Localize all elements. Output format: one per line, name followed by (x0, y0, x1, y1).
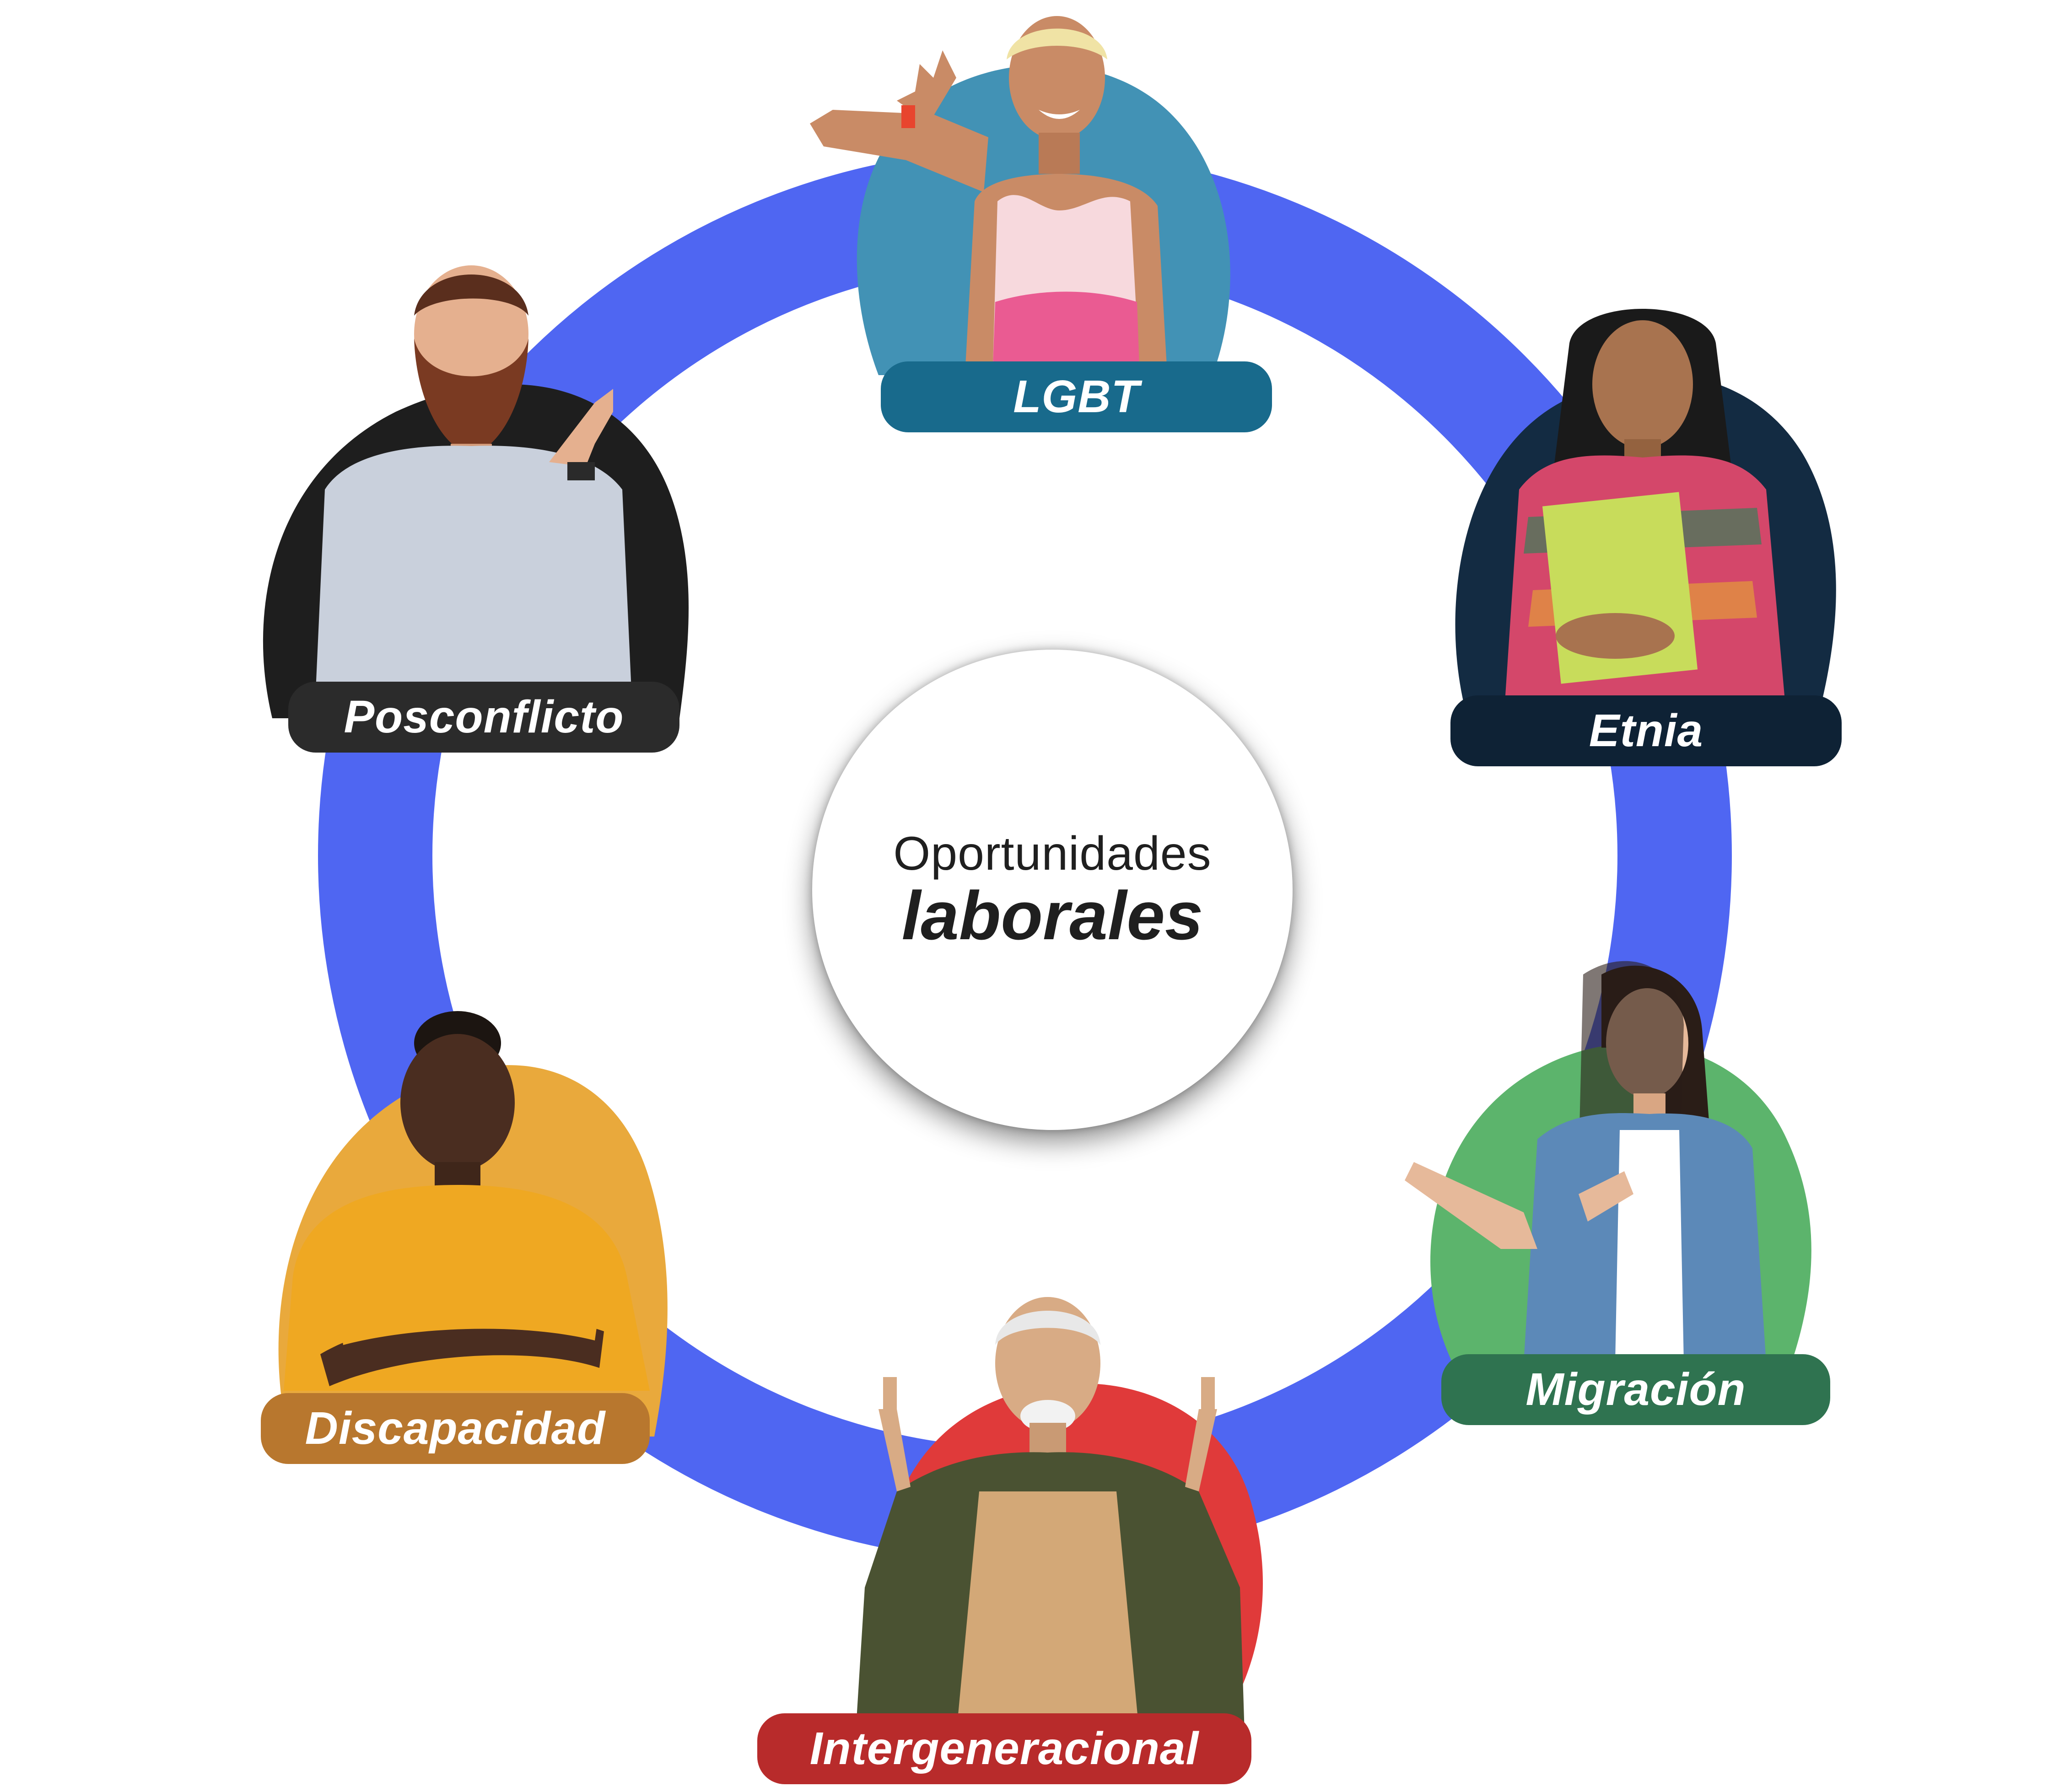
person-peace-sign-icon (810, 16, 1167, 366)
category-pill-migracion: Migración (1441, 1354, 1830, 1425)
center-title-line1: Oportunidades (893, 827, 1212, 881)
center-title-line2: laborales (901, 877, 1203, 954)
category-label: Posconflicto (344, 691, 624, 743)
woman-pointing-icon (1405, 961, 1766, 1363)
category-pill-etnia: Etnia (1450, 695, 1842, 766)
woman-holding-notebooks-icon (1505, 309, 1784, 695)
elder-pointing-up-icon (856, 1297, 1245, 1734)
center-circle: Oportunidades laborales (812, 650, 1293, 1130)
man-thumbs-up-icon (316, 265, 631, 691)
category-label: Etnia (1589, 705, 1703, 756)
category-pill-lgbt: LGBT (881, 361, 1272, 432)
woman-arms-crossed-icon (284, 1011, 650, 1391)
category-label: LGBT (1013, 371, 1140, 422)
category-pill-intergeneracional: Intergeneracional (757, 1713, 1251, 1784)
category-label: Discapacidad (305, 1403, 606, 1454)
category-label: Migración (1525, 1364, 1746, 1415)
category-label: Intergeneracional (809, 1723, 1199, 1774)
category-pill-discapacidad: Discapacidad (261, 1393, 650, 1464)
category-pill-posconflicto: Posconflicto (288, 682, 679, 753)
